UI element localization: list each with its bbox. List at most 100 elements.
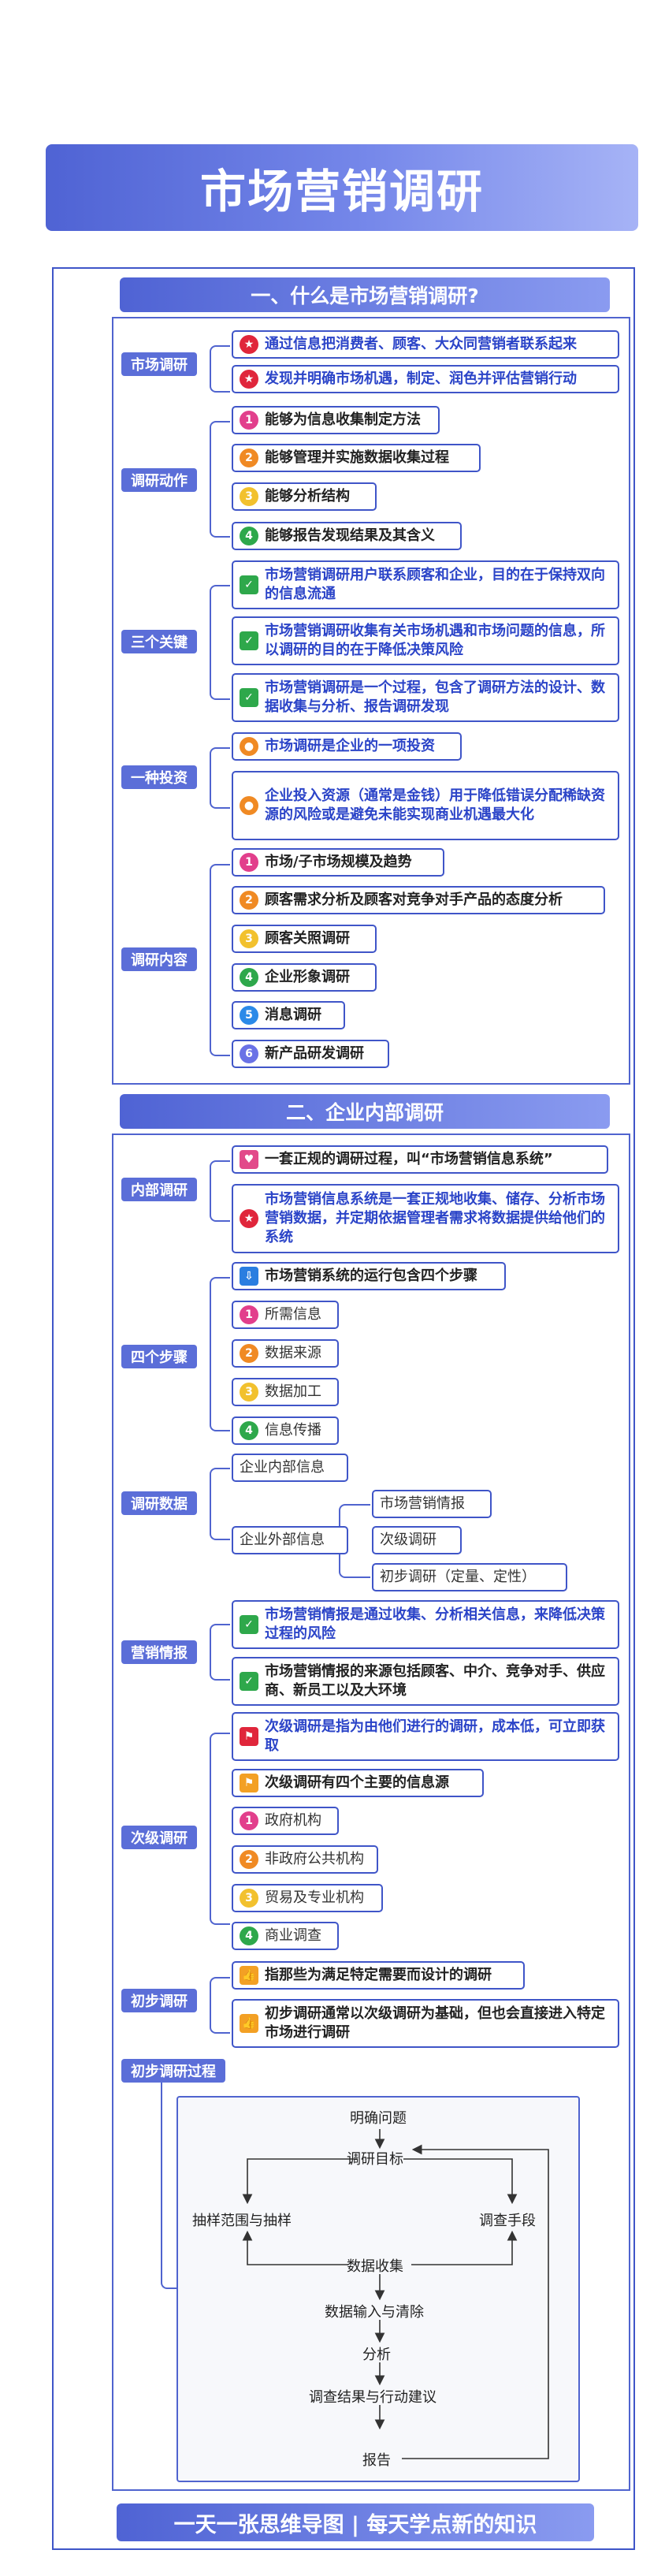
node-text: 政府机构 <box>265 1812 321 1829</box>
node-text: 贸易及专业机构 <box>265 1889 364 1906</box>
external-child-intelligence: 市场营销情报 <box>372 1490 492 1518</box>
node-text: 非政府公共机构 <box>265 1851 364 1867</box>
node-text: 市场营销情报 <box>380 1495 465 1512</box>
number-4-icon: 4 <box>240 1421 258 1440</box>
flag-icon: ⚑ <box>240 1774 258 1792</box>
section-2-panel <box>112 1134 630 2491</box>
flow-results: 调查结果与行动建议 <box>309 2389 437 2406</box>
flow-data-entry: 数据输入与清除 <box>325 2304 424 2321</box>
connector <box>210 585 230 700</box>
external-child-primary: 初步调研（定量、定性） <box>372 1563 567 1591</box>
heart-icon: ♥ <box>240 1150 258 1169</box>
number-3-icon: 3 <box>240 1383 258 1402</box>
node-text: 初步调研（定量、定性） <box>380 1569 536 1585</box>
marketing-intelligence-item-1: ✓市场营销情报是通过收集、分析相关信息，来降低决策过程的风险 <box>232 1600 619 1649</box>
node-text: 能够分析结构 <box>265 488 350 504</box>
category-label-investment: 一种投资 <box>121 765 197 789</box>
primary-research-item-1: 👍 指那些为满足特定需要而设计的调研 <box>232 1961 525 1990</box>
connector <box>161 2083 178 2289</box>
four-steps-item-2: 1 所需信息 <box>232 1301 339 1329</box>
number-4-icon: 4 <box>240 968 258 987</box>
marketing-intelligence-item-2: ✓ 市场营销情报的来源包括顾客、中介、竞争对手、供应商、新员工以及大环境 <box>232 1657 619 1706</box>
green-check-icon: ✓ <box>240 1672 258 1691</box>
research-process-flowchart: 明确问题 调研目标 抽样范围与抽样 调查手段 数据收集 数据输入与清除 分析 调… <box>176 2096 580 2482</box>
four-steps-item-1: ⇩ 市场营销系统的运行包含四个步骤 <box>232 1262 506 1290</box>
green-check-icon: ✓ <box>240 575 258 594</box>
node-text: 市场营销情报的来源包括顾客、中介、竞争对手、供应商、新员工以及大环境 <box>265 1663 605 1699</box>
node-text: 市场营销系统的运行包含四个步骤 <box>265 1268 477 1284</box>
flowchart-arrows <box>242 2129 549 2459</box>
node-text: 市场营销情报是通过收集、分析相关信息，来降低决策过程的风险 <box>265 1606 605 1642</box>
flow-analysis: 分析 <box>362 2347 391 2363</box>
download-icon: ⇩ <box>240 1267 258 1286</box>
node-text: 次级调研 <box>380 1532 437 1548</box>
primary-research-item-2: 👍初步调研通常以次级调研为基础，但也会直接进入特定市场进行调研 <box>232 1999 619 2048</box>
thumb-up-icon: 👍 <box>240 1966 258 1985</box>
connector <box>210 1977 230 2034</box>
node-text: 顾客关照调研 <box>265 930 350 947</box>
category-label-secondary-research: 次级调研 <box>121 1826 197 1849</box>
node-text: 所需信息 <box>265 1306 321 1323</box>
node-text: 初步调研通常以次级调研为基础，但也会直接进入特定市场进行调研 <box>265 2005 605 2041</box>
number-2-icon: 2 <box>240 1850 258 1869</box>
section-2-header-text: 二、企业内部调研 <box>285 1101 444 1124</box>
three-keys-item-2: ✓ 市场营销调研收集有关市场机遇和市场问题的信息，所以调研的目的在于降低决策风险 <box>232 616 619 665</box>
green-check-icon: ✓ <box>240 688 258 707</box>
category-label-four-steps: 四个步骤 <box>121 1345 197 1368</box>
node-text: 能够为信息收集制定方法 <box>265 411 421 428</box>
node-text: 数据加工 <box>265 1383 321 1400</box>
node-text: 能够管理并实施数据收集过程 <box>265 449 449 466</box>
internal-research-item-2: ★市场营销信息系统是一套正规地收集、储存、分析市场营销数据，并定期依据管理者需求… <box>232 1184 619 1253</box>
green-check-icon: ✓ <box>240 631 258 650</box>
flow-sampling: 抽样范围与抽样 <box>192 2213 292 2229</box>
connector <box>210 421 230 538</box>
flow-survey-method: 调查手段 <box>479 2213 536 2229</box>
node-text: 次级调研有四个主要的信息源 <box>265 1774 449 1791</box>
section-1-header: 一、什么是市场营销调研? <box>120 277 610 312</box>
node-text: 指那些为满足特定需要而设计的调研 <box>265 1967 492 1983</box>
node-text: 发现并明确市场机遇，制定、润色并评估营销行动 <box>265 370 577 387</box>
node-text: 一套正规的调研过程，叫“市场营销信息系统” <box>265 1151 553 1167</box>
red-star-icon: ★ <box>240 1209 258 1228</box>
node-text: 市场营销调研收集有关市场机遇和市场问题的信息，所以调研的目的在于降低决策风险 <box>265 623 605 658</box>
orange-dot-icon: ● <box>240 796 258 815</box>
footer-text: 一天一张思维导图 | 每天学点新的知识 <box>173 2512 537 2537</box>
flow-research-goal: 调研目标 <box>347 2151 403 2168</box>
category-label-marketing-intelligence: 营销情报 <box>121 1640 197 1664</box>
connector <box>210 1733 230 1925</box>
number-1-icon: 1 <box>240 1305 258 1324</box>
category-label-internal-research: 内部调研 <box>121 1178 197 1201</box>
investment-item-2: ●企业投入资源（通常是金钱）用于降低错误分配稀缺资源的风险或是避免未能实现商业机… <box>232 771 619 840</box>
number-1-icon: 1 <box>240 853 258 872</box>
number-4-icon: 4 <box>240 527 258 545</box>
flag-icon: ⚑ <box>240 1727 258 1746</box>
red-star-icon: ★ <box>240 335 258 354</box>
research-data-external: 企业外部信息 <box>232 1526 348 1554</box>
research-action-4: 4 能够报告发现结果及其含义 <box>232 522 462 550</box>
section-1-header-text: 一、什么是市场营销调研? <box>251 285 479 307</box>
connector <box>210 1277 230 1431</box>
number-1-icon: 1 <box>240 411 258 430</box>
market-research-item-1: ★通过信息把消费者、顾客、大众同营销者联系起来 <box>232 330 619 359</box>
node-text: 市场调研是企业的一项投资 <box>265 738 435 754</box>
category-label-research-actions: 调研动作 <box>121 468 197 492</box>
connector <box>210 1160 230 1222</box>
connector <box>210 1624 230 1681</box>
secondary-research-item-4: 2 非政府公共机构 <box>232 1845 378 1874</box>
node-text: 能够报告发现结果及其含义 <box>265 527 435 544</box>
node-text: 市场营销调研用户联系顾客和企业，目的在于保持双向的信息流通 <box>265 567 605 602</box>
category-label-primary-process: 初步调研过程 <box>121 2059 225 2083</box>
red-star-icon: ★ <box>240 370 258 389</box>
orange-dot-icon: ● <box>240 737 258 756</box>
number-5-icon: 5 <box>240 1006 258 1025</box>
external-child-secondary: 次级调研 <box>372 1526 462 1554</box>
footer-banner: 一天一张思维导图 | 每天学点新的知识 <box>117 2503 594 2541</box>
